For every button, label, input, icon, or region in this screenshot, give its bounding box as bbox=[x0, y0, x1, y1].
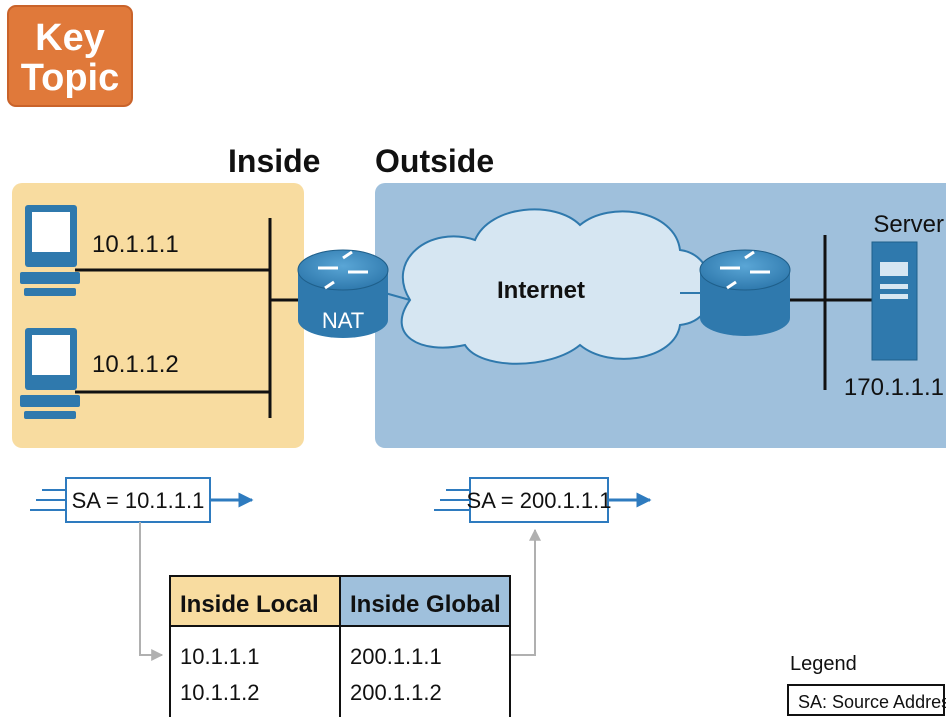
key-topic-badge: Key Topic bbox=[7, 5, 133, 107]
edge-router bbox=[699, 249, 791, 336]
table-header-global: Inside Global bbox=[350, 591, 501, 618]
packet-after-label: SA = 200.1.1.1 bbox=[467, 488, 612, 513]
nat-router bbox=[297, 249, 389, 338]
server-ip: 170.1.1.1 bbox=[844, 374, 944, 401]
packet-before-label: SA = 10.1.1.1 bbox=[72, 488, 205, 513]
nat-table bbox=[169, 575, 511, 719]
host2-ip: 10.1.1.2 bbox=[92, 351, 179, 378]
badge-line2: Topic bbox=[21, 57, 120, 99]
outside-zone-label: Outside bbox=[375, 143, 494, 179]
flow-arrow-to-table bbox=[139, 522, 164, 661]
inside-zone-label: Inside bbox=[228, 143, 320, 179]
router-arrows-icon bbox=[720, 250, 770, 290]
host1-ip: 10.1.1.1 bbox=[92, 231, 179, 258]
server-icon bbox=[871, 241, 918, 361]
router-arrows-icon bbox=[318, 250, 368, 290]
packet-before-nat bbox=[30, 477, 254, 523]
legend-box bbox=[787, 684, 945, 716]
legend-entry: SA: Source Address bbox=[798, 692, 946, 712]
nat-router-label: NAT bbox=[322, 308, 364, 333]
pc-icon bbox=[20, 328, 80, 419]
table-cell: 10.1.1.2 bbox=[180, 680, 260, 705]
badge-line1: Key bbox=[35, 17, 105, 59]
nat-to-cloud-link bbox=[384, 292, 411, 301]
cloud-label: Internet bbox=[497, 277, 585, 304]
inside-zone bbox=[12, 183, 304, 448]
packet-after-nat bbox=[434, 477, 652, 523]
table-cell: 200.1.1.2 bbox=[350, 680, 442, 705]
table-cell: 10.1.1.1 bbox=[180, 644, 260, 669]
table-header-local: Inside Local bbox=[180, 591, 319, 618]
server-label: Server bbox=[873, 211, 944, 238]
pc-icon bbox=[20, 205, 80, 296]
legend-title: Legend bbox=[790, 653, 857, 675]
table-cell: 200.1.1.1 bbox=[350, 644, 442, 669]
